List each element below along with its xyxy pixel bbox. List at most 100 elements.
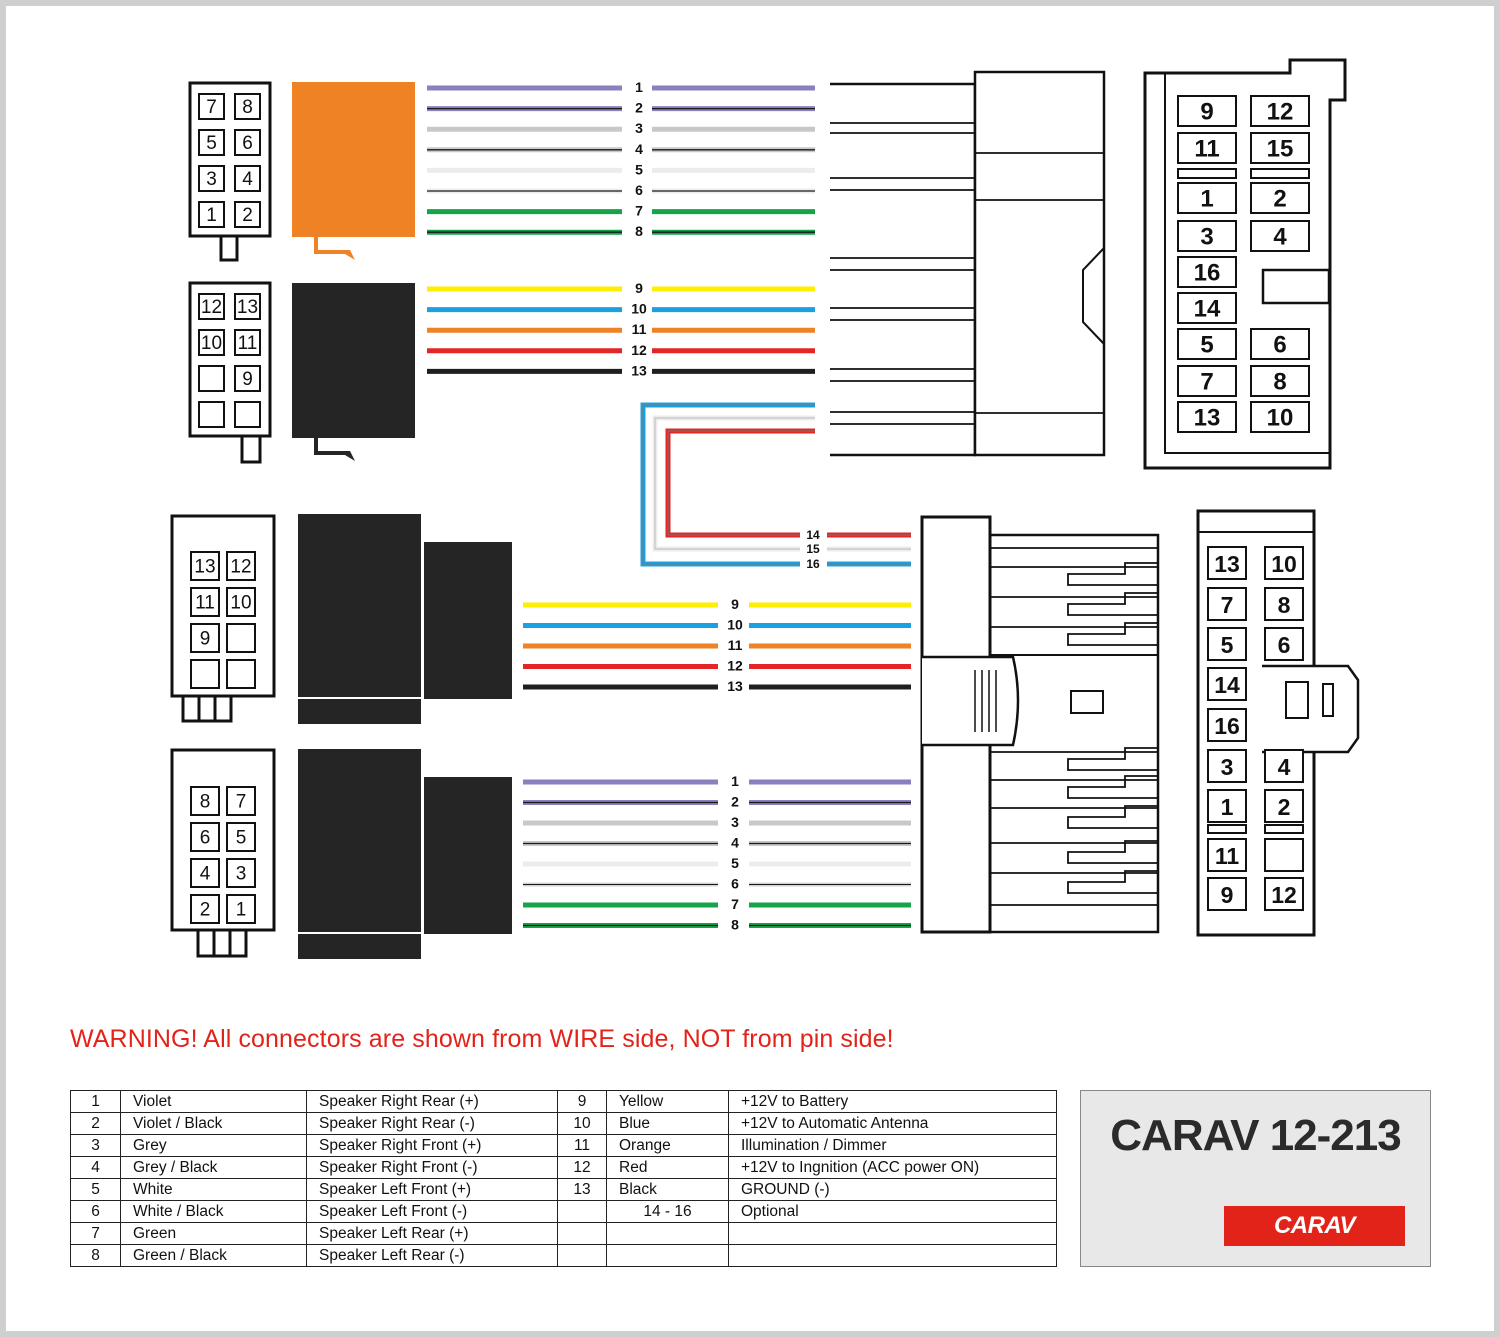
legend-cell-function2: GROUND (-) <box>728 1178 1057 1201</box>
pin-number: 11 <box>238 333 258 354</box>
vehicle-pin-number: 4 <box>1278 754 1291 780</box>
pin-cell <box>234 293 261 320</box>
wire-number: 11 <box>632 321 647 337</box>
pin-cell <box>198 293 225 320</box>
pin-number: 6 <box>200 828 211 849</box>
plug-housing-base <box>298 700 421 724</box>
pin-cell <box>226 551 256 581</box>
plug-housing <box>292 82 415 260</box>
vehicle-pin-number: 13 <box>1214 551 1240 577</box>
vehicle-pin-cell <box>1177 328 1237 360</box>
vehicle-pin-cell <box>1177 182 1237 214</box>
vehicle-pin-cell <box>1207 838 1247 872</box>
carav-logo: CARAV <box>1224 1206 1405 1246</box>
wire-number: 9 <box>731 596 739 612</box>
legend-cell-color2: Orange <box>606 1134 729 1157</box>
wire-number: 8 <box>731 917 739 933</box>
wire-number: 10 <box>631 301 647 317</box>
pin-number: 8 <box>200 792 211 813</box>
wire-number: 7 <box>731 896 739 912</box>
vehicle-pin-cell <box>1177 292 1237 324</box>
vehicle-pin-cell <box>1264 838 1304 872</box>
pin-number: 12 <box>201 297 222 318</box>
pin-number: 7 <box>206 97 217 118</box>
vehicle-pin-number: 12 <box>1271 882 1297 908</box>
vehicle-pin-number: 6 <box>1273 332 1286 359</box>
vehicle-plug2-terminal <box>1067 562 1158 586</box>
vehicle-pin-number: 9 <box>1200 99 1213 126</box>
vehicle-pin-cell <box>1264 546 1304 580</box>
pin-cell <box>190 822 220 852</box>
vehicle-pin-number: 8 <box>1273 369 1286 396</box>
plug-housing-collar <box>424 542 512 699</box>
optional-wire-stripe <box>642 404 911 565</box>
wire-number: 14 <box>806 528 820 542</box>
legend-cell-function: Speaker Left Front (-) <box>306 1200 558 1223</box>
wire-number: 1 <box>635 79 643 95</box>
legend-cell-color: White <box>120 1178 307 1201</box>
vehicle-pin-number: 9 <box>1221 882 1234 908</box>
legend-cell-function2 <box>728 1222 1057 1245</box>
pin-number: 5 <box>206 133 217 154</box>
legend-cell-num2 <box>557 1200 607 1223</box>
legend-cell-function2: Illumination / Dimmer <box>728 1134 1057 1157</box>
pin-number: 9 <box>200 629 211 650</box>
vehicle-plug-face-inner <box>1164 73 1330 454</box>
vehicle-plug2-terminal <box>1067 840 1158 864</box>
vehicle-plug2-terminal <box>1067 592 1158 616</box>
legend-cell-function2: +12V to Automatic Antenna <box>728 1112 1057 1135</box>
vehicle-pin-number: 15 <box>1267 136 1294 163</box>
legend-cell-num2: 13 <box>557 1178 607 1201</box>
pin-cell <box>226 858 256 888</box>
vehicle-pin-cell <box>1250 95 1310 127</box>
pin-number: 11 <box>195 593 215 614</box>
wire-number: 3 <box>731 814 739 830</box>
vehicle-pin-cell <box>1177 401 1237 433</box>
legend-cell-num: 8 <box>70 1244 121 1267</box>
pin-number: 12 <box>230 557 251 578</box>
vehicle-pin-cell <box>1207 546 1247 580</box>
pin-number: 2 <box>200 900 211 921</box>
wire-number: 15 <box>806 542 820 556</box>
vehicle-pin-number: 7 <box>1200 369 1213 396</box>
vehicle-pin-cell <box>1264 789 1304 823</box>
pin-block-latch <box>212 928 232 958</box>
legend-cell-color: White / Black <box>120 1200 307 1223</box>
connector-housings <box>292 82 512 959</box>
pin-number: 5 <box>236 828 247 849</box>
vehicle-pin-cell <box>1264 587 1304 621</box>
legend-cell-num: 1 <box>70 1090 121 1113</box>
vehicle-pin-cell <box>1264 749 1304 783</box>
vehicle-pin-cell <box>1207 587 1247 621</box>
legend-cell-num: 3 <box>70 1134 121 1157</box>
pin-number: 7 <box>236 792 247 813</box>
vehicle-pin-number: 1 <box>1221 794 1234 820</box>
pin-block-latch <box>219 234 239 262</box>
vehicle-pin-number: 7 <box>1221 592 1234 618</box>
legend-cell-color: Grey / Black <box>120 1156 307 1179</box>
vehicle-pin-cell <box>1177 256 1237 288</box>
vehicle-plug-face-body <box>1143 58 1347 470</box>
vehicle-pin-number: 16 <box>1214 713 1240 739</box>
vehicle-plug-face-lock <box>1261 268 1331 305</box>
wire-number: 6 <box>635 182 643 198</box>
vehicle-pin-cell <box>1207 708 1247 742</box>
pin-cell <box>226 659 256 689</box>
pin-cell <box>198 401 225 428</box>
pin-cell <box>198 365 225 392</box>
pin-number: 1 <box>236 900 247 921</box>
wire-number: 1 <box>731 773 739 789</box>
vehicle-pin-divider <box>1250 168 1310 179</box>
plug-housing <box>298 514 421 700</box>
vehicle-pin-number: 14 <box>1194 296 1221 323</box>
vehicle-pin-number: 3 <box>1221 754 1234 780</box>
vehicle-pin-cell <box>1250 401 1310 433</box>
pin-block-latch <box>197 694 217 723</box>
wire-number: 6 <box>731 876 739 892</box>
legend-cell-color: Violet <box>120 1090 307 1113</box>
